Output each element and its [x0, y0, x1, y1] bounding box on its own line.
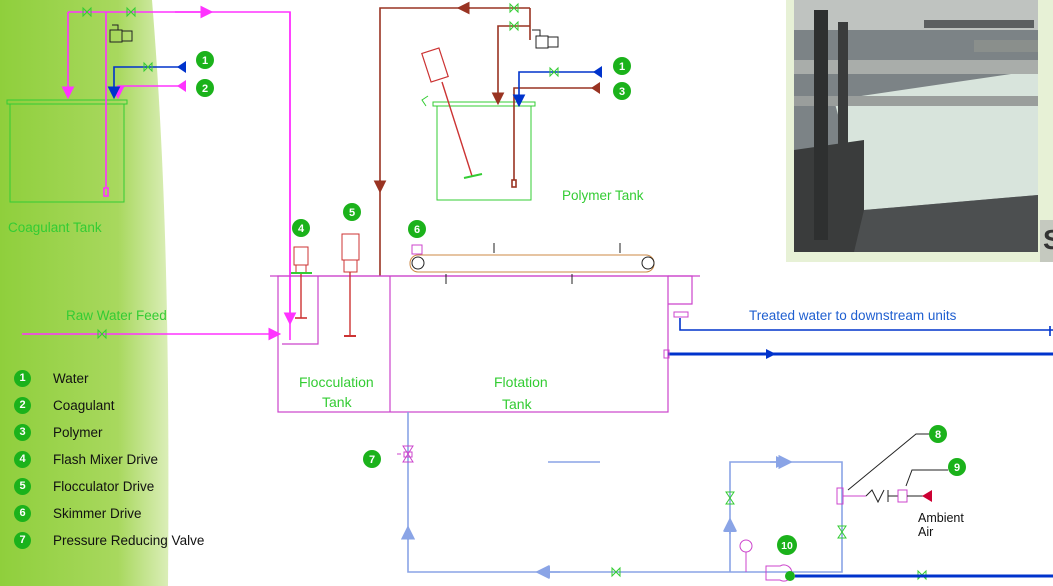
- marker-badge: 4: [292, 219, 310, 237]
- legend-item: 1 Water: [12, 368, 252, 395]
- photo-drawing: [794, 0, 1038, 252]
- ambient-air-label: Ambient: [918, 511, 964, 525]
- ambient-air-label-2: Air: [918, 525, 933, 539]
- legend-item: 4 Flash Mixer Drive: [12, 449, 252, 476]
- recycle-loop: [400, 412, 843, 580]
- marker-number: 8: [935, 429, 941, 441]
- valve-icon: [97, 328, 107, 340]
- raw-water-feed-label: Raw Water Feed: [66, 308, 167, 323]
- photo-caption-text: S: [1043, 224, 1053, 255]
- pressure-gauge: [739, 539, 753, 572]
- legend-item: 7 Pressure Reducing Valve: [12, 530, 252, 557]
- marker-badge: 10: [777, 535, 797, 555]
- pump: [765, 564, 1053, 582]
- leader-lines: [847, 433, 948, 491]
- legend-number: 3: [14, 424, 31, 441]
- marker-number: 1: [202, 55, 208, 67]
- treated-water-line: [663, 311, 1053, 359]
- process-tank: [270, 275, 700, 413]
- treated-water-label: Treated water to downstream units: [749, 308, 957, 323]
- legend-number: 2: [14, 397, 31, 414]
- marker-number: 4: [298, 223, 305, 235]
- legend-number: 7: [14, 532, 31, 549]
- legend-label: Flocculator Drive: [53, 479, 155, 494]
- legend-number: 1: [14, 370, 31, 387]
- legend-number: 4: [14, 451, 31, 468]
- marker-number: 1: [619, 61, 625, 73]
- marker-badge: 8: [929, 425, 947, 443]
- polymer-lines: [373, 1, 600, 276]
- marker-number: 6: [414, 224, 420, 236]
- marker-badge: 1: [196, 51, 214, 69]
- flotation-tank-label-2: Tank: [502, 396, 533, 412]
- legend-item: 3 Polymer: [12, 422, 252, 449]
- marker-badge: 1: [613, 57, 631, 75]
- marker-number: 7: [369, 454, 375, 466]
- marker-number: 5: [349, 207, 355, 219]
- legend-item: 5 Flocculator Drive: [12, 476, 252, 503]
- flash-mixer-drive: [291, 246, 312, 319]
- photo-image: [794, 0, 1038, 252]
- poly-water-line: [512, 71, 602, 108]
- coag-water-line: [107, 66, 186, 100]
- flocculator-drive: [341, 233, 360, 337]
- background-swoosh: [0, 0, 169, 586]
- coagulant-tank-label: Coagulant Tank: [8, 220, 102, 235]
- marker-badge: 6: [408, 220, 426, 238]
- legend-label: Polymer: [53, 425, 103, 440]
- polymer-tank: [432, 101, 536, 201]
- pressure-reducing-valve: [397, 445, 414, 463]
- legend-label: Water: [53, 371, 89, 386]
- marker-number: 10: [781, 540, 793, 552]
- coagulant-tank: [6, 99, 128, 203]
- marker-number: 3: [619, 86, 625, 98]
- flocculation-tank-label-2: Tank: [322, 394, 353, 410]
- marker-number: 2: [202, 83, 208, 95]
- valve-icon: [509, 2, 559, 78]
- polymer-tank-label: Polymer Tank: [562, 188, 644, 203]
- solenoid-valve-icon: [109, 24, 133, 43]
- air-injector: [836, 487, 930, 505]
- marker-badge: 3: [613, 82, 631, 100]
- legend-number: 5: [14, 478, 31, 495]
- legend-item: 2 Coagulant: [12, 395, 252, 422]
- legend-label: Coagulant: [53, 398, 115, 413]
- marker-badge: 2: [196, 79, 214, 97]
- legend: 1 Water 2 Coagulant 3 Polymer 4 Flash Mi…: [12, 368, 252, 557]
- skimmer-drive: [409, 243, 655, 284]
- polymer-mixer: [421, 47, 483, 179]
- photo-caption: S: [1040, 220, 1053, 262]
- flocculation-tank-label: Flocculation: [299, 374, 374, 390]
- coagulant-lines: [61, 5, 297, 340]
- valve-icon: [82, 6, 153, 73]
- equipment-photo: [786, 0, 1053, 262]
- legend-label: Skimmer Drive: [53, 506, 142, 521]
- marker-badge: 7: [363, 450, 381, 468]
- legend-label: Flash Mixer Drive: [53, 452, 159, 467]
- flotation-tank-label: Flotation: [494, 374, 548, 390]
- marker-number: 9: [954, 462, 960, 474]
- marker-badge: 5: [343, 203, 361, 221]
- legend-item: 6 Skimmer Drive: [12, 503, 252, 530]
- legend-number: 6: [14, 505, 31, 522]
- legend-label: Pressure Reducing Valve: [53, 533, 205, 548]
- marker-badge: 9: [948, 458, 966, 476]
- solenoid-valve-icon: [532, 29, 559, 49]
